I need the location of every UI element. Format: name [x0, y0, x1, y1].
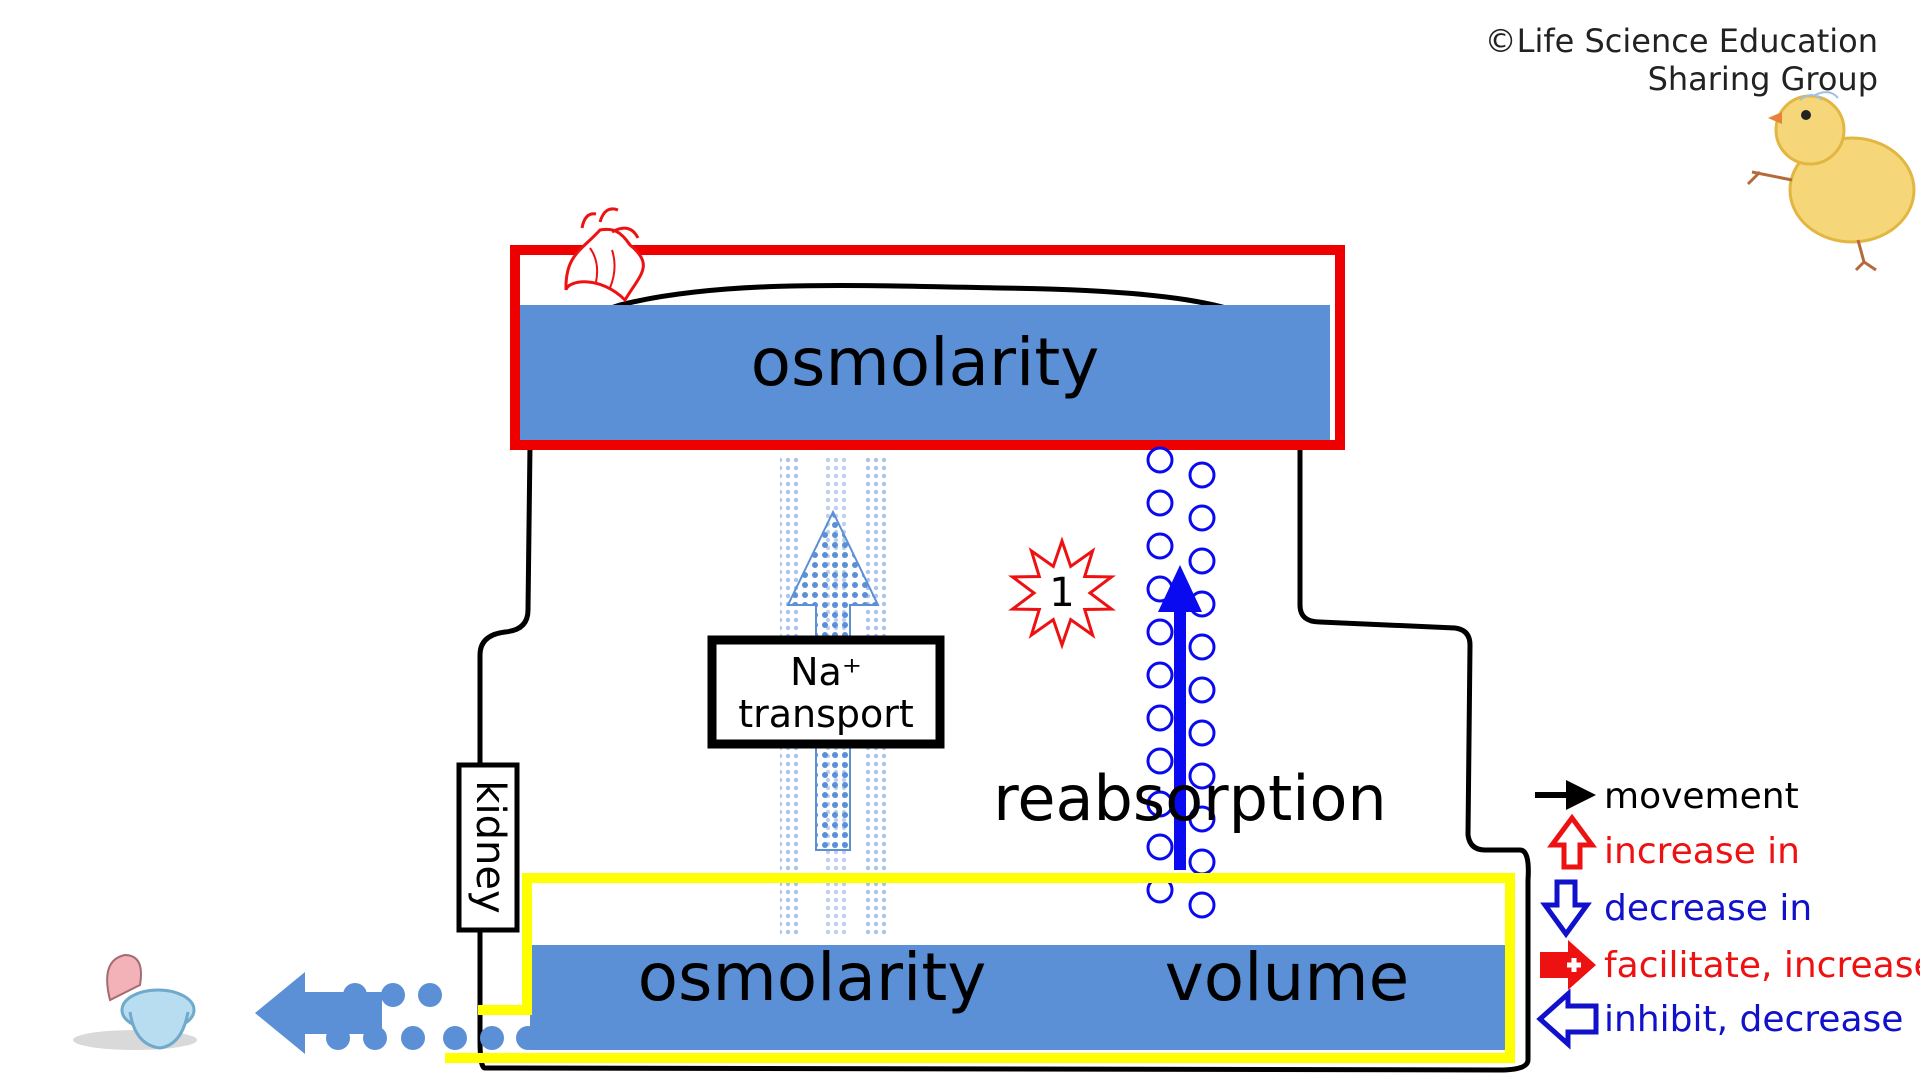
kidney-fluid-bottom — [530, 945, 1505, 1050]
excreted-particle — [480, 1026, 504, 1050]
na-label: Na⁺ — [790, 650, 862, 694]
legend: movement increase in decrease in facilit… — [1535, 776, 1920, 1050]
water-molecule — [1188, 547, 1216, 575]
legend-label: movement — [1604, 776, 1799, 817]
water-molecule — [1146, 446, 1174, 474]
water-molecule — [1188, 504, 1216, 532]
toilet-icon — [73, 953, 197, 1050]
water-molecule — [1146, 618, 1174, 646]
reabsorption-arrow-head — [1158, 565, 1202, 612]
water-molecule — [1188, 891, 1216, 919]
bottom-volume-label: volume — [1165, 939, 1410, 1016]
blue-left-arrow-icon — [1536, 988, 1599, 1050]
water-molecule — [1146, 489, 1174, 517]
kidney-box — [445, 873, 1515, 1063]
step-badge: 1 — [1008, 536, 1116, 650]
excreted-particle — [516, 1026, 540, 1050]
excreted-particle — [418, 983, 442, 1007]
water-molecule — [1146, 532, 1174, 560]
water-molecule — [1188, 719, 1216, 747]
legend-label: inhibit, decrease — [1604, 999, 1903, 1040]
water-molecule — [1146, 833, 1174, 861]
water-molecule — [1188, 461, 1216, 489]
water-molecule — [1146, 747, 1174, 775]
red-plus-arrow-icon — [1540, 940, 1596, 990]
transport-label: transport — [738, 692, 914, 736]
legend-label: decrease in — [1604, 888, 1812, 929]
excretion-arrow — [255, 972, 382, 1054]
excreted-particle — [401, 1026, 425, 1050]
water-molecule — [1188, 762, 1216, 790]
legend-item-movement: movement — [1535, 776, 1799, 817]
water-molecule — [1188, 633, 1216, 661]
heart-box — [510, 245, 1345, 450]
copyright-line-2: Sharing Group — [1648, 60, 1878, 98]
copyright-line-1: ©Life Science Education — [1485, 22, 1878, 60]
water-molecule — [1146, 790, 1174, 818]
legend-item-facilitate: facilitate, increase — [1540, 940, 1920, 990]
chick-icon — [1746, 91, 1916, 272]
water-molecule-column — [1146, 446, 1216, 919]
legend-item-inhibit: inhibit, decrease — [1536, 988, 1903, 1050]
reabsorption-label: reabsorption — [993, 762, 1386, 835]
excreted-particle — [381, 983, 405, 1007]
legend-label: facilitate, increase — [1604, 945, 1920, 986]
kidney-label-box — [456, 762, 520, 933]
blue-hollow-down-arrow-icon — [1540, 879, 1592, 939]
water-molecule — [1188, 676, 1216, 704]
red-hollow-up-arrow-icon — [1547, 813, 1597, 870]
legend-item-increase: increase in — [1547, 813, 1800, 872]
water-molecule — [1188, 805, 1216, 833]
kidney-label: kidney — [467, 780, 513, 913]
blood-fluid-top — [520, 305, 1330, 440]
na-transport-box — [707, 635, 945, 749]
legend-label: increase in — [1604, 831, 1800, 872]
bottom-osmolarity-label: osmolarity — [638, 939, 987, 1016]
legend-item-decrease: decrease in — [1540, 879, 1812, 939]
step-number: 1 — [1049, 570, 1074, 616]
black-arrow-right-icon — [1535, 780, 1596, 810]
water-molecule — [1188, 848, 1216, 876]
top-osmolarity-label: osmolarity — [751, 324, 1100, 401]
heart-icon — [564, 207, 645, 303]
excreted-particle — [443, 1026, 467, 1050]
water-molecule — [1146, 661, 1174, 689]
water-molecule — [1146, 704, 1174, 732]
